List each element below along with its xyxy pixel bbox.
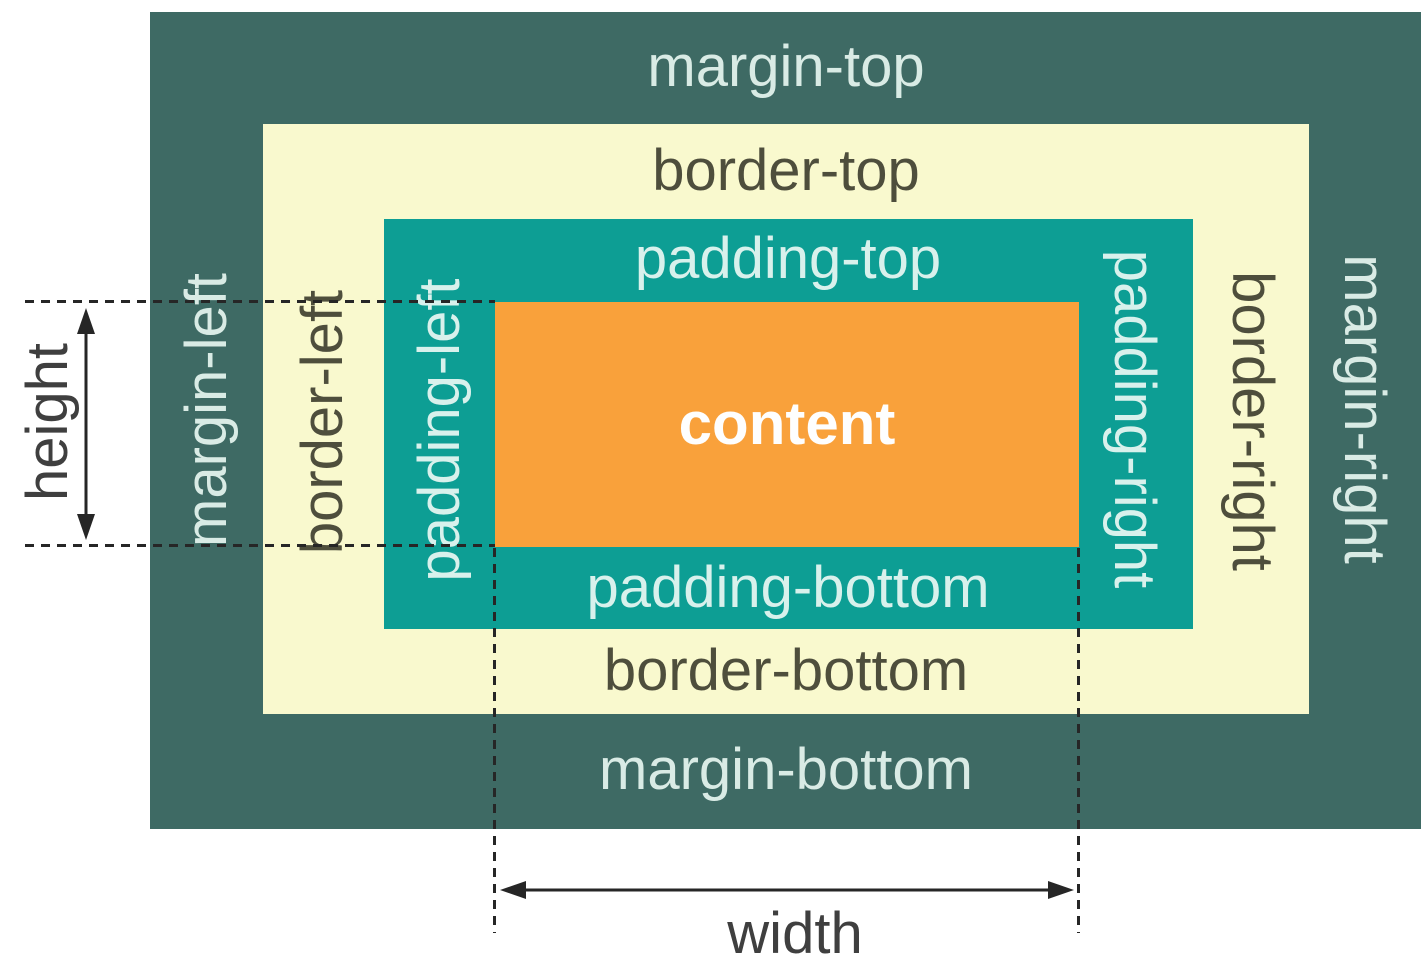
margin-right-label: margin-right <box>1332 254 1397 564</box>
width-guide-line-left <box>493 548 496 933</box>
height-guide-line-bottom <box>25 544 495 547</box>
border-right-label: border-right <box>1220 271 1285 571</box>
padding-right-label: padding-right <box>1102 249 1167 589</box>
border-top-label: border-top <box>652 138 920 203</box>
height-guide-line-top <box>25 300 495 303</box>
border-left-label: border-left <box>290 289 355 555</box>
margin-bottom-label: margin-bottom <box>599 737 973 802</box>
content-box <box>495 302 1079 547</box>
border-bottom-label: border-bottom <box>603 638 969 703</box>
padding-top-label: padding-top <box>634 226 942 291</box>
margin-top-label: margin-top <box>647 34 925 99</box>
width-arrow-icon <box>500 881 1074 899</box>
width-guide-line-right <box>1077 548 1080 933</box>
content-label: content <box>678 390 896 457</box>
width-dimension-label: width <box>727 901 863 966</box>
padding-bottom-label: padding-bottom <box>586 555 990 620</box>
padding-left-label: padding-left <box>407 278 472 582</box>
height-arrow-icon <box>77 308 95 540</box>
margin-left-label: margin-left <box>174 273 239 547</box>
